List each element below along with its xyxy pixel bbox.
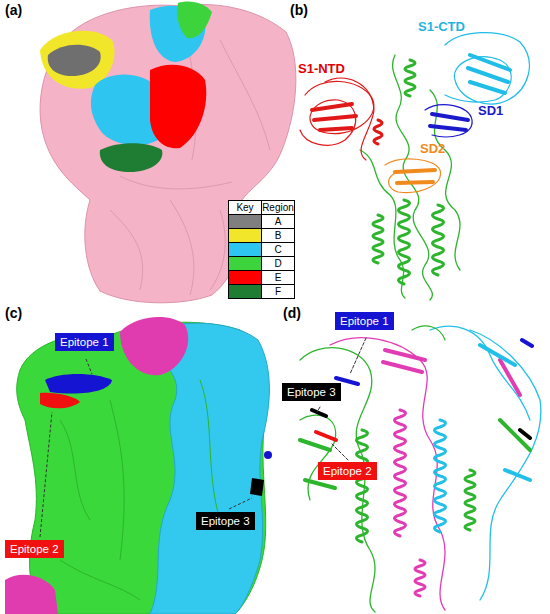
legend-table: Key RegionABCDEF bbox=[228, 200, 295, 299]
domain-label: SD1 bbox=[478, 104, 503, 118]
protomer-magenta bbox=[120, 317, 188, 375]
helix bbox=[415, 560, 425, 596]
region-c bbox=[91, 74, 158, 145]
helix bbox=[405, 60, 415, 96]
region-e bbox=[150, 65, 206, 148]
ctd-strand bbox=[468, 55, 510, 93]
epitope-2-patch bbox=[40, 393, 80, 408]
epitope-label: Epitope 1 bbox=[60, 336, 109, 348]
legend-row: C bbox=[229, 242, 294, 256]
epitope-1-strand bbox=[336, 340, 532, 384]
panel-letter: (a) bbox=[5, 3, 22, 18]
legend-row: B bbox=[229, 228, 294, 242]
epitope-3-strand bbox=[312, 410, 530, 438]
epitope-3-patch bbox=[250, 478, 264, 496]
surface-c bbox=[5, 317, 272, 614]
table-cell: C bbox=[262, 243, 294, 256]
ctd-coil bbox=[445, 33, 529, 104]
helix bbox=[357, 430, 368, 542]
table-cell: E bbox=[262, 271, 294, 284]
sd2-strand bbox=[395, 170, 435, 183]
helix bbox=[433, 205, 444, 275]
coil bbox=[393, 55, 433, 300]
table-cell: B bbox=[262, 229, 294, 242]
ribbon-d bbox=[300, 326, 541, 612]
helix bbox=[395, 410, 406, 536]
legend-swatch bbox=[229, 271, 262, 284]
helix bbox=[374, 120, 382, 144]
epitope-label: Epitope 2 bbox=[323, 465, 372, 477]
sd1-coil bbox=[425, 105, 472, 137]
panel-letter: (b) bbox=[290, 3, 308, 18]
panel-letter: (d) bbox=[283, 306, 301, 321]
table-cell: Key bbox=[229, 201, 262, 214]
surface-texture bbox=[60, 380, 220, 600]
epitope-box: Epitope 3 bbox=[196, 512, 255, 530]
table-cell: F bbox=[262, 285, 294, 298]
domain-label: SD2 bbox=[420, 142, 445, 156]
leader-line bbox=[40, 359, 252, 537]
helix bbox=[373, 215, 383, 263]
epitope-label: Epitope 3 bbox=[201, 515, 250, 527]
legend-header: Key Region bbox=[229, 201, 294, 214]
helix bbox=[465, 470, 475, 530]
legend-swatch bbox=[229, 215, 262, 228]
epitope-box: Epitope 2 bbox=[318, 462, 377, 480]
legend-text: F bbox=[275, 286, 281, 298]
legend-text: C bbox=[274, 244, 281, 256]
helix bbox=[435, 420, 446, 532]
helix bbox=[399, 200, 410, 284]
legend-row: E bbox=[229, 270, 294, 284]
table-cell: A bbox=[262, 215, 294, 228]
coil bbox=[412, 326, 445, 340]
legend-text: E bbox=[275, 272, 282, 284]
region-a bbox=[48, 45, 101, 76]
epitope-box: Epitope 2 bbox=[5, 540, 64, 558]
legend-text: A bbox=[275, 216, 282, 228]
legend-row: F bbox=[229, 284, 294, 298]
strand bbox=[300, 420, 530, 488]
epitope-box: Epitope 1 bbox=[335, 312, 394, 330]
surface-a bbox=[40, 1, 296, 302]
legend-text: B bbox=[275, 230, 282, 242]
sd2-coil bbox=[385, 159, 440, 193]
ntd-coil bbox=[300, 81, 374, 145]
epitope-box: Epitope 3 bbox=[282, 383, 341, 401]
legend-row: A bbox=[229, 214, 294, 228]
region-d bbox=[177, 1, 212, 38]
epitope-label: Epitope 2 bbox=[10, 543, 59, 555]
legend-swatch bbox=[229, 257, 262, 270]
sd1-strand bbox=[430, 114, 468, 130]
legend-text: D bbox=[274, 258, 281, 270]
legend-row: D bbox=[229, 256, 294, 270]
legend-swatch bbox=[229, 243, 262, 256]
panel-letter: (c) bbox=[5, 306, 22, 321]
epitope-label: Epitope 3 bbox=[287, 386, 336, 398]
domain-label: S1-NTD bbox=[298, 62, 345, 76]
legend-swatch bbox=[229, 285, 262, 298]
epitope-1-patch bbox=[45, 374, 112, 394]
table-cell: Region bbox=[262, 201, 294, 214]
ntd-strand bbox=[312, 104, 356, 130]
epitope-label: Epitope 1 bbox=[340, 315, 389, 327]
legend-swatch bbox=[229, 229, 262, 242]
epitope-box: Epitope 1 bbox=[55, 333, 114, 351]
table-cell: D bbox=[262, 257, 294, 270]
domain-label: S1-CTD bbox=[418, 20, 465, 34]
protomer-magenta bbox=[5, 575, 58, 614]
epitope-2-strand bbox=[316, 432, 336, 440]
table-header: Key bbox=[236, 202, 253, 214]
region-f bbox=[100, 143, 163, 172]
table-header: Region bbox=[262, 202, 294, 214]
epitope-1-patch bbox=[264, 451, 272, 459]
strand bbox=[480, 345, 530, 480]
trimer-surface bbox=[40, 4, 296, 302]
